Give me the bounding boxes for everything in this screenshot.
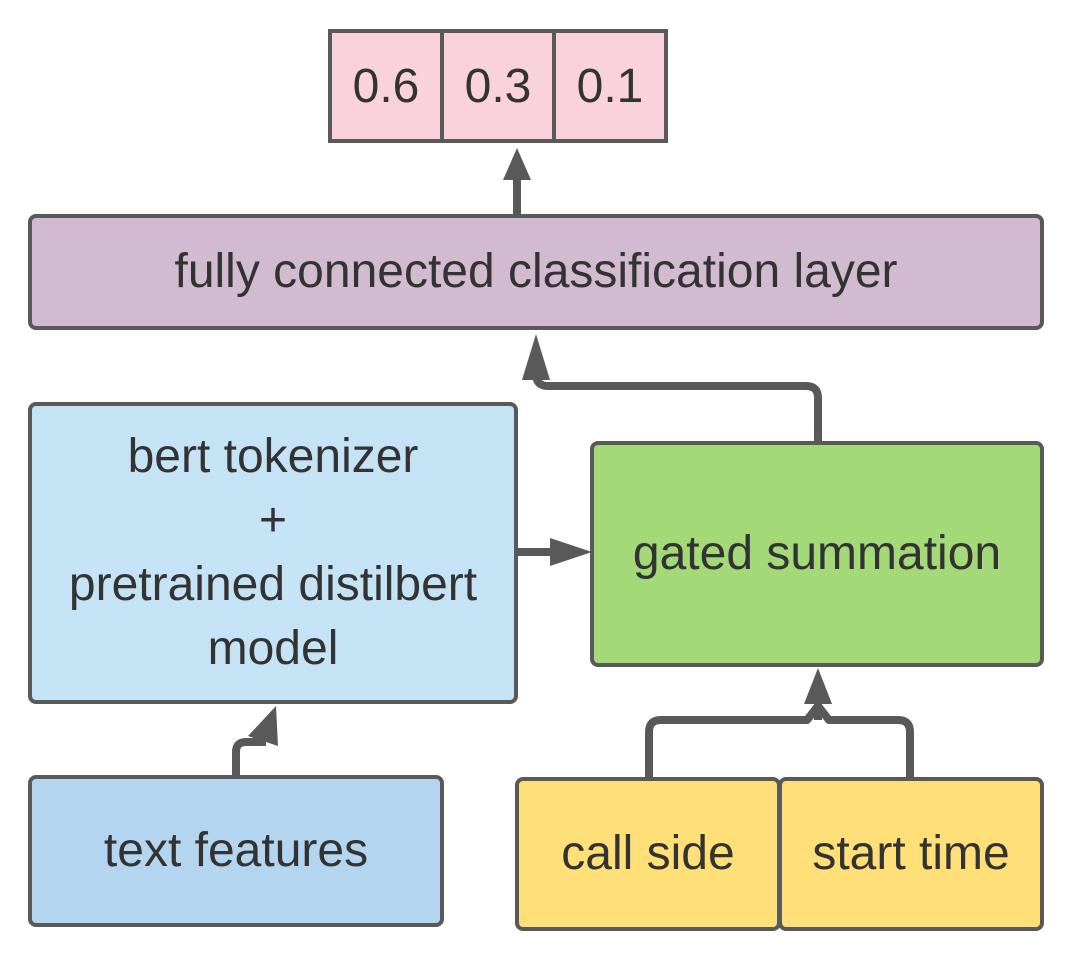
call-side-box: call side <box>515 777 781 931</box>
arrowhead-classification <box>522 334 550 380</box>
text-features-box: text features <box>28 775 444 927</box>
arrow-gated-to-classification <box>532 360 822 443</box>
arrowhead-gated <box>550 538 592 566</box>
output-cell-1: 0.3 <box>440 29 556 143</box>
start-time-label: start time <box>812 826 1010 880</box>
call-side-label: call side <box>561 826 735 880</box>
bert-line-4: model <box>207 621 339 675</box>
output-value: 0.3 <box>464 59 532 113</box>
arrow-starttime-to-gated <box>814 703 914 778</box>
classification-layer-label: fully connected classification layer <box>174 244 898 298</box>
arrowhead-output <box>503 148 531 180</box>
bert-line-1: bert tokenizer <box>127 430 419 484</box>
gated-summation-label: gated summation <box>632 526 1002 580</box>
gated-summation-box: gated summation <box>590 441 1044 667</box>
text-features-label: text features <box>103 823 369 877</box>
start-time-box: start time <box>778 777 1044 931</box>
arrowhead-bert <box>248 706 278 746</box>
output-cell-0: 0.6 <box>328 29 444 143</box>
arrow-text-to-bert <box>232 738 266 777</box>
output-cell-2: 0.1 <box>552 29 668 143</box>
bert-line-3: pretrained distilbert <box>68 558 478 611</box>
arrowhead-gated-bottom <box>804 668 832 704</box>
output-value: 0.1 <box>576 59 644 113</box>
bert-block-box: bert tokenizer + pretrained distilbert m… <box>28 402 518 704</box>
bert-line-2: + <box>258 494 288 548</box>
output-value: 0.6 <box>352 59 420 113</box>
arrow-callside-to-gated <box>645 703 822 778</box>
classification-layer-box: fully connected classification layer <box>28 214 1044 330</box>
